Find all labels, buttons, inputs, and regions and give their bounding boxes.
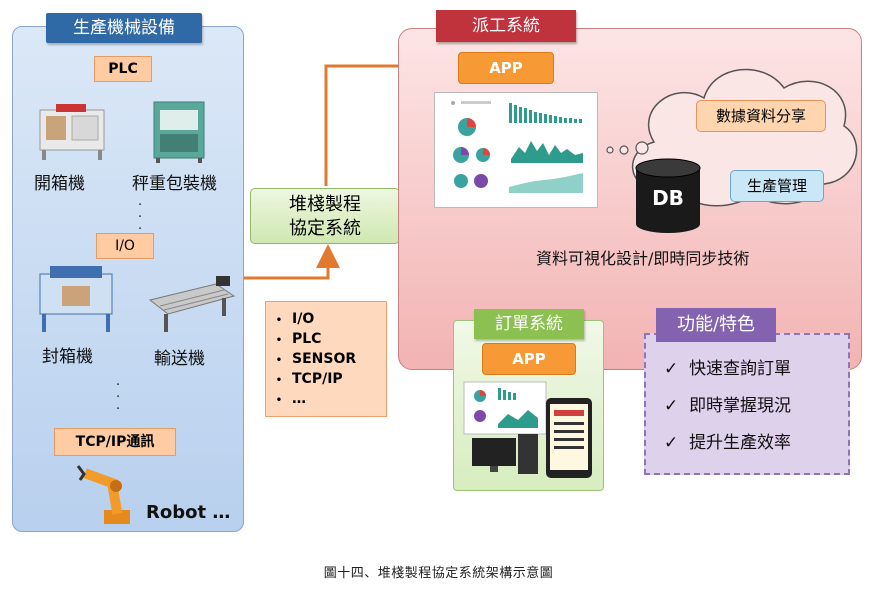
machinery-title: 生產機械設備: [46, 13, 202, 43]
features-box: ✓ 快速查詢訂單 ✓ 即時掌握現況 ✓ 提升生產效率: [644, 333, 850, 475]
check-icon: ✓: [664, 396, 679, 416]
check-icon: ✓: [664, 433, 679, 453]
stack-protocol-system-box: 堆棧製程 協定系統: [250, 188, 400, 244]
machine-label-box-opener: 開箱機: [34, 174, 85, 194]
box-opener-image: [39, 104, 105, 160]
conveyor-image: [148, 276, 236, 332]
production-management-box: 生產管理: [730, 170, 824, 202]
dashboard-screenshot: [434, 92, 598, 208]
system-name-line-1: 堆棧製程: [289, 194, 361, 215]
machine-label-weighing-packer: 秤重包裝機: [132, 174, 217, 194]
order-title: 訂單系統: [474, 309, 584, 339]
features-title: 功能/特色: [656, 308, 776, 342]
system-name-line-2: 協定系統: [289, 218, 361, 239]
database-icon: [635, 158, 701, 233]
protocol-item: •PLC: [275, 331, 322, 347]
dispatch-title: 派工系統: [436, 10, 576, 42]
machine-label-box-sealer: 封箱機: [42, 347, 93, 367]
dispatch-app-button: APP: [458, 52, 554, 84]
robot-label: Robot …: [146, 502, 231, 523]
protocol-item: •I/O: [275, 311, 315, 327]
check-icon: ✓: [664, 359, 679, 379]
figure-caption: 圖十四、堆棧製程協定系統架構示意圖: [323, 566, 554, 581]
order-app-button: APP: [482, 343, 576, 375]
protocol-item: •TCP/IP: [275, 371, 343, 387]
weighing-packer-image: [153, 101, 205, 163]
machine-label-conveyor: 輸送機: [154, 349, 205, 369]
data-sharing-box: 數據資料分享: [696, 100, 826, 132]
ellipsis-dots-2: ···: [116, 378, 121, 417]
protocol-list: •I/O •PLC •SENSOR •TCP/IP •…: [265, 301, 387, 417]
feature-item: ✓ 提升生產效率: [664, 433, 792, 453]
protocol-item: •…: [275, 391, 306, 407]
order-devices-image: [463, 381, 592, 478]
plc-tag: PLC: [94, 56, 152, 82]
dashboard-thumbnail: [451, 101, 583, 193]
io-tag: I/O: [96, 233, 154, 259]
feature-item: ✓ 快速查詢訂單: [664, 359, 792, 379]
tcp-ip-tag: TCP/IP通訊: [54, 428, 176, 456]
sync-technology-label: 資料可視化設計/即時同步技術: [536, 249, 750, 268]
db-label: DB: [652, 186, 684, 210]
robot-arm-image: [76, 465, 130, 524]
box-sealer-image: [39, 266, 113, 332]
feature-item: ✓ 即時掌握現況: [664, 396, 792, 416]
ellipsis-dots: ···: [138, 198, 143, 237]
protocol-item: •SENSOR: [275, 351, 357, 367]
